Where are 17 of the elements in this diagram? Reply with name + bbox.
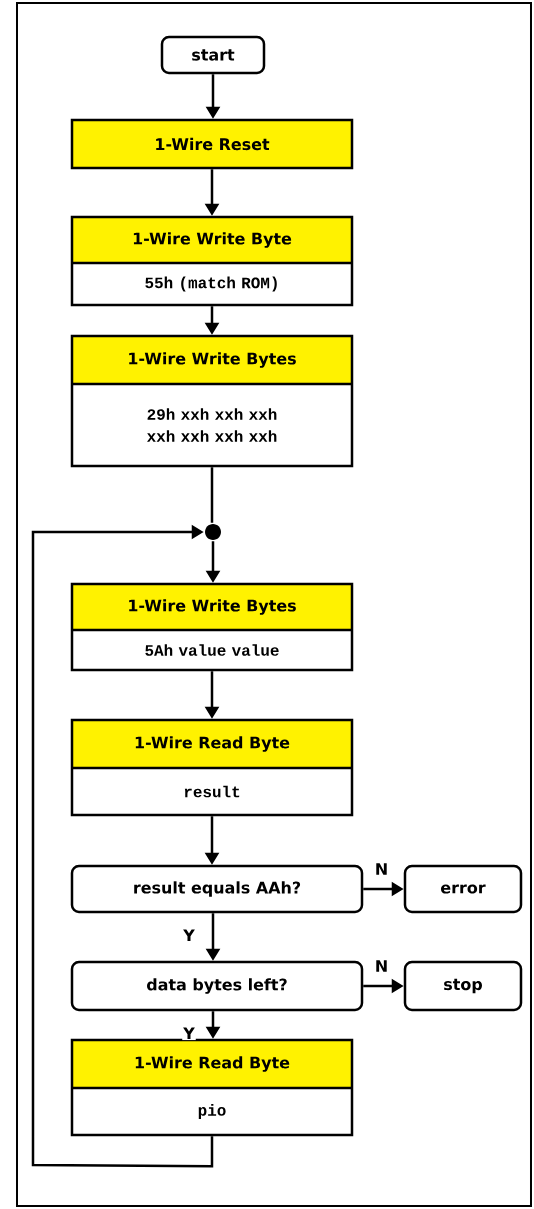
edge-label: Y [182, 1026, 196, 1041]
terminal-box: start [160, 35, 266, 75]
decision-box: data bytes left? [70, 960, 364, 1012]
edge-label: N [373, 862, 390, 876]
process-box: 1-Wire Write Bytes 5Ah value value [70, 582, 354, 672]
terminal-box: stop [403, 960, 523, 1012]
edge-label: Y [182, 928, 196, 943]
process-box: 1-Wire Read Byte pio [70, 1038, 354, 1137]
process-box: 1-Wire Reset [70, 118, 354, 170]
edge-label: N [373, 959, 390, 973]
terminal-box: error [403, 864, 523, 914]
process-box: 1-Wire Read Byte result [70, 718, 354, 817]
junction-dot [205, 524, 221, 540]
process-box: 1-Wire Write Byte 55h (match ROM) [70, 215, 354, 307]
decision-box: result equals AAh? [70, 864, 364, 914]
process-box: 1-Wire Write Bytes 29h xxh xxh xxh xxh xxh xxh xxh [70, 334, 354, 468]
arrow [31, 524, 214, 1168]
